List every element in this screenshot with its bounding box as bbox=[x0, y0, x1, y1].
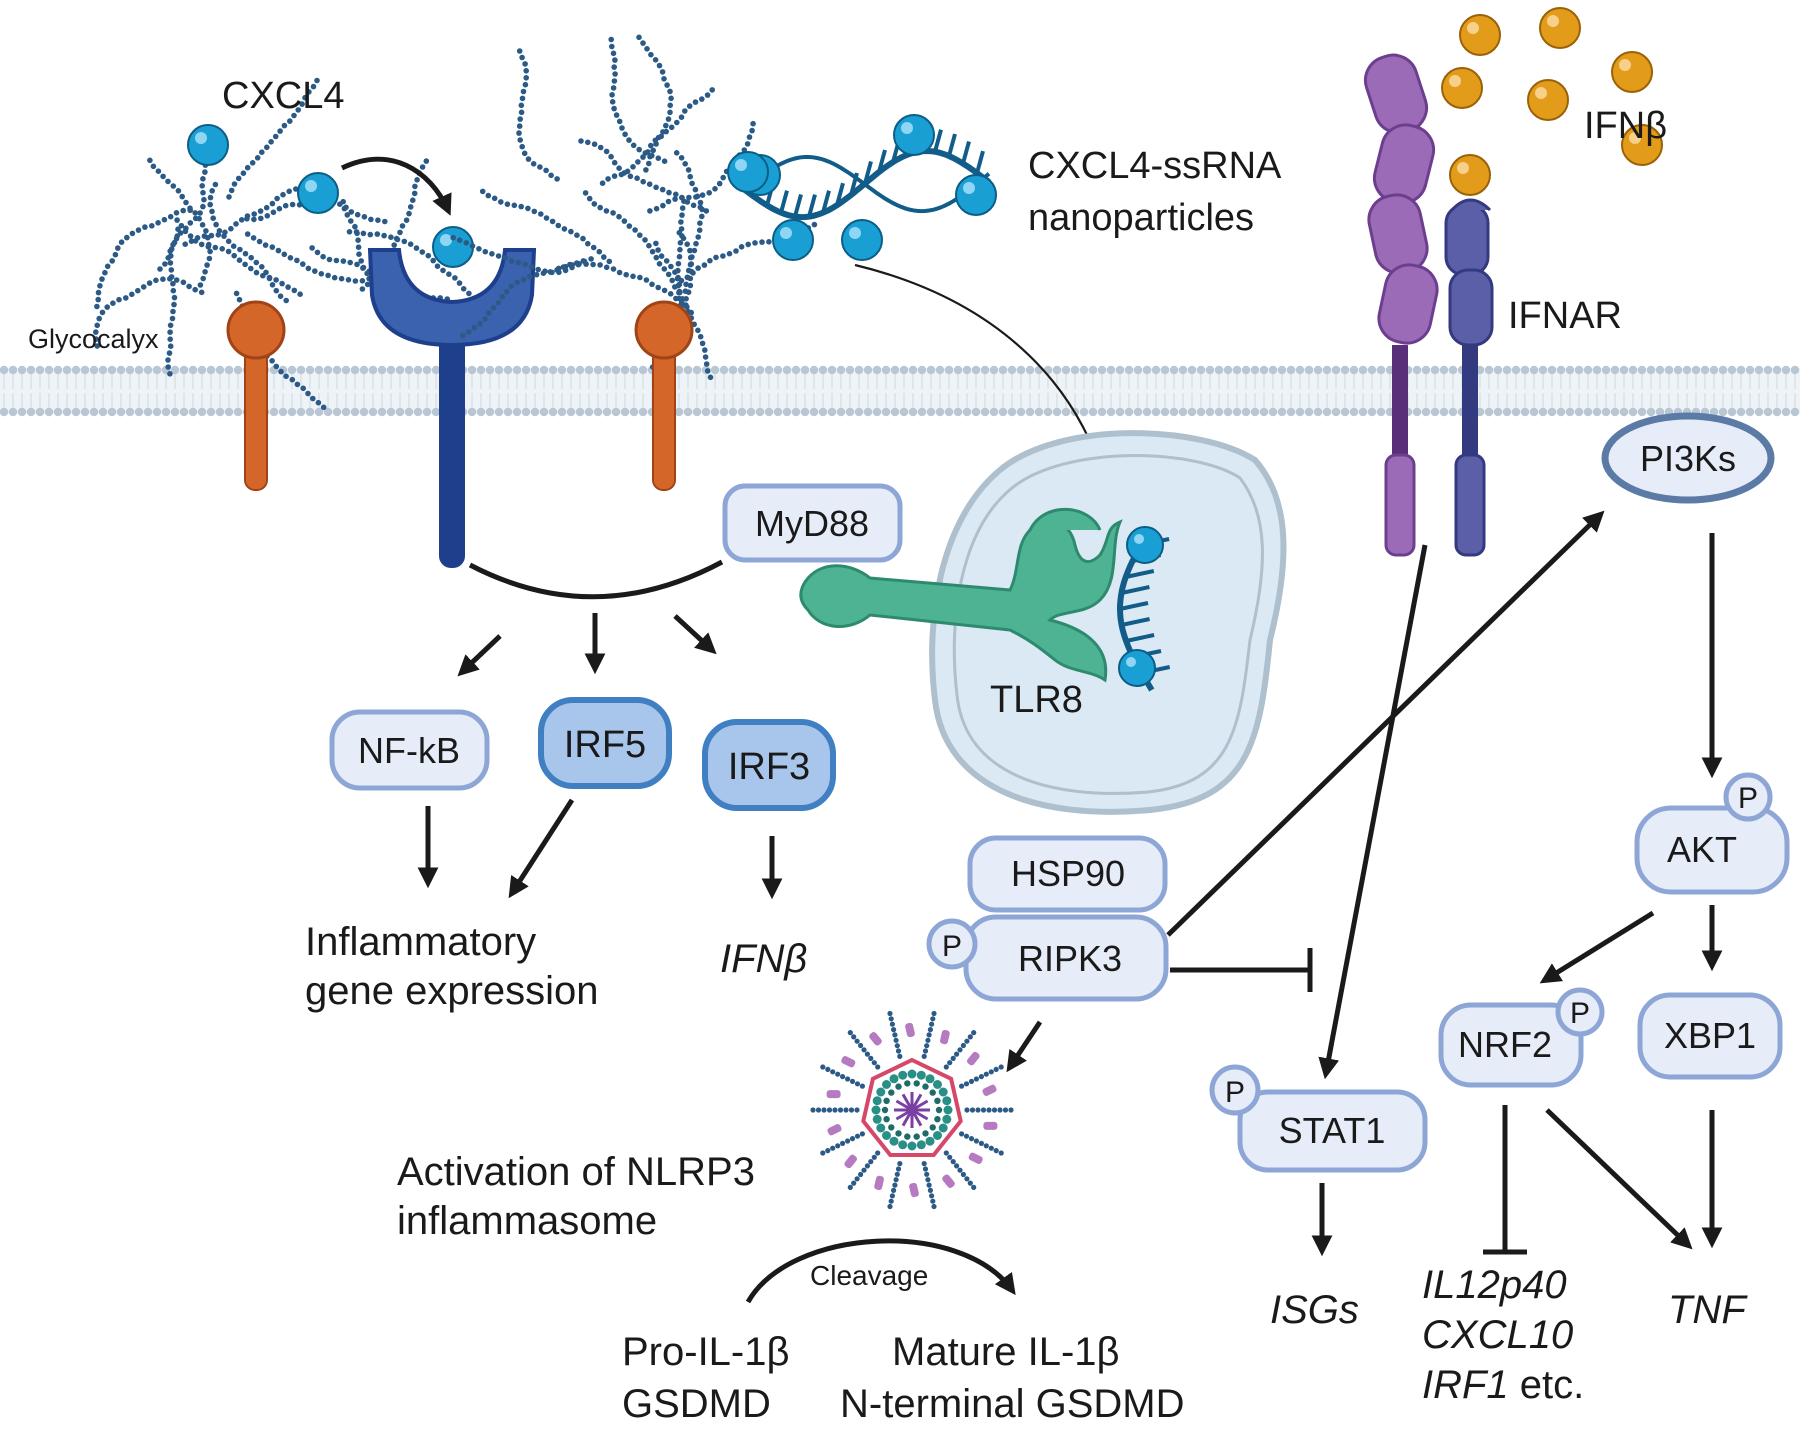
stat1-label: STAT1 bbox=[1279, 1110, 1386, 1151]
ripk3-label: RIPK3 bbox=[1018, 938, 1122, 979]
ifnar-label: IFNAR bbox=[1508, 295, 1622, 337]
glycan-receptor-left bbox=[226, 300, 286, 491]
arrow-to-irf3 bbox=[673, 614, 717, 655]
inhibit-nrf2-il12 bbox=[1483, 1105, 1527, 1255]
svg-text:P: P bbox=[1570, 997, 1590, 1030]
tlr8-receptor bbox=[799, 507, 1123, 683]
hsp90-box: HSP90 bbox=[967, 835, 1168, 913]
cxcl4-receptor bbox=[367, 226, 537, 568]
isgs-label: ISGs bbox=[1270, 1288, 1359, 1332]
glycocalyx-label: Glycocalyx bbox=[28, 324, 159, 354]
irf5-box: IRF5 bbox=[538, 697, 672, 789]
akt-phospho: P bbox=[1723, 772, 1773, 822]
cxcl4-label: CXCL4 bbox=[222, 75, 345, 117]
nlrp3-label-line2: inflammasome bbox=[397, 1199, 657, 1243]
arrow-ripk3-nlrp3 bbox=[1006, 1020, 1043, 1073]
svg-text:P: P bbox=[942, 930, 962, 963]
cxcl4-ball-2 bbox=[297, 172, 339, 214]
mature-il1b-label-line1: Mature IL-1β bbox=[892, 1330, 1120, 1374]
mature-il1b-label-line2: N-terminal GSDMD bbox=[840, 1382, 1184, 1426]
ssrna-strand bbox=[743, 128, 991, 221]
nrf2-phospho: P bbox=[1555, 987, 1605, 1037]
cleavage-arrow bbox=[745, 1238, 1016, 1304]
arrow-to-nfkb bbox=[457, 634, 502, 677]
nrf2-label: NRF2 bbox=[1458, 1024, 1552, 1065]
myd88-connector bbox=[468, 559, 724, 600]
pi3ks-box: PI3Ks bbox=[1601, 412, 1775, 504]
arrow-irf5-inflammatory bbox=[508, 798, 575, 899]
xbp1-box: XBP1 bbox=[1637, 992, 1783, 1080]
arrow-nrf2-tnf bbox=[1545, 1108, 1693, 1250]
hsp90-label: HSP90 bbox=[1011, 853, 1125, 894]
nlrp3-label-line1: Activation of NLRP3 bbox=[397, 1150, 755, 1194]
irf3-box: IRF3 bbox=[702, 719, 836, 811]
inflammatory-label-line1: Inflammatory bbox=[305, 920, 536, 964]
myd88-label: MyD88 bbox=[755, 503, 869, 544]
endosome-balls bbox=[1118, 526, 1164, 687]
myd88-box: MyD88 bbox=[722, 483, 903, 563]
inflammatory-label-line2: gene expression bbox=[305, 969, 599, 1013]
glycan-receptor-middle bbox=[634, 300, 694, 491]
ripk3-phospho: P bbox=[926, 918, 978, 970]
cxcl10-label: CXCL10 bbox=[1422, 1313, 1573, 1357]
ripk3-box: RIPK3 bbox=[963, 914, 1169, 1002]
cell-membrane bbox=[0, 365, 1800, 417]
xbp1-label: XBP1 bbox=[1664, 1015, 1756, 1056]
irf3-label: IRF3 bbox=[728, 746, 810, 788]
ifnb-gene-label: IFNβ bbox=[720, 937, 807, 981]
glycocalyx-mesh-middle bbox=[450, 34, 818, 381]
glycocalyx-mesh-left bbox=[93, 77, 477, 411]
pi3ks-label: PI3Ks bbox=[1640, 438, 1736, 479]
ifnb-balls bbox=[1441, 7, 1663, 196]
stat1-phospho: P bbox=[1209, 1064, 1261, 1116]
arrow-ifnar-stat1 bbox=[1318, 544, 1428, 1080]
tlr8-label: TLR8 bbox=[990, 679, 1083, 721]
stat1-box: STAT1 bbox=[1237, 1089, 1428, 1173]
nanoparticle-balls bbox=[727, 114, 997, 261]
pro-il1b-label-line2: GSDMD bbox=[622, 1382, 771, 1426]
ifnb-ligand-label: IFNβ bbox=[1584, 105, 1667, 147]
irf5-label: IRF5 bbox=[564, 724, 646, 766]
irf1-label: IRF1 etc. bbox=[1422, 1363, 1584, 1407]
tnf-label: TNF bbox=[1668, 1288, 1748, 1332]
pro-il1b-label-line1: Pro-IL-1β bbox=[622, 1330, 790, 1374]
cxcl4-ball-1 bbox=[187, 124, 229, 166]
nrf2-box: NRF2 bbox=[1438, 1002, 1584, 1088]
cxcl4-binding-arrow bbox=[340, 156, 452, 216]
cleavage-label: Cleavage bbox=[810, 1260, 928, 1291]
svg-text:P: P bbox=[1225, 1076, 1245, 1109]
akt-label: AKT bbox=[1667, 829, 1737, 870]
svg-text:P: P bbox=[1738, 782, 1758, 815]
arrow-ripk3-pi3ks bbox=[1166, 510, 1605, 937]
il12p40-label: IL12p40 bbox=[1422, 1263, 1567, 1307]
ifnar-receptor bbox=[1363, 53, 1494, 557]
arrow-akt-nrf2 bbox=[1539, 910, 1655, 984]
nanoparticles-label-line1: CXCL4-ssRNA bbox=[1028, 145, 1282, 187]
nanoparticles-label-line2: nanoparticles bbox=[1028, 197, 1254, 239]
endosome bbox=[929, 430, 1287, 815]
nfkb-label: NF-kB bbox=[358, 730, 460, 771]
akt-box: AKT bbox=[1634, 805, 1790, 895]
nfkb-box: NF-kB bbox=[329, 709, 490, 791]
inhibit-ripk3-stat1 bbox=[1170, 948, 1313, 992]
nlrp3-inflammasome-icon bbox=[810, 1010, 1014, 1210]
